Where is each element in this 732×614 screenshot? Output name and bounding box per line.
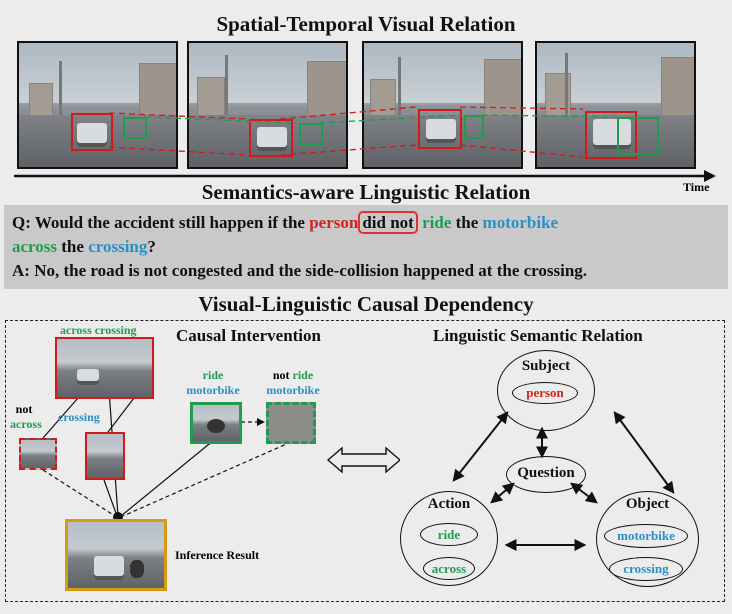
label-not-ride-motorbike: not ride motorbike (266, 368, 320, 397)
word-across: across (12, 237, 58, 256)
causal-dependency-title: Visual-Linguistic Causal Dependency (198, 292, 534, 316)
relation-graph-arrows (452, 411, 675, 551)
bbox-car (249, 119, 293, 157)
thumb-crossing (85, 432, 125, 480)
answer-line: A: No, the road is not congested and the… (12, 261, 588, 280)
label-across-crossing: across crossing (60, 323, 137, 337)
word-pill-ride (420, 523, 478, 546)
thumb-not-across (19, 438, 57, 470)
time-label: Time (683, 180, 710, 194)
causal-panel (5, 320, 725, 602)
word-pill-across (423, 557, 475, 580)
thumb-inference-result (65, 519, 167, 591)
word-pill-motorbike (604, 524, 688, 548)
qa-panel: Q: Would the accident still happen if th… (4, 205, 728, 289)
label-crossing: crossing (58, 410, 100, 424)
node-action-title: Action (427, 496, 471, 512)
bbox-car (418, 109, 462, 149)
thumb-across-crossing (55, 337, 154, 399)
word-did-not: did not (358, 211, 418, 234)
bbox-motorbike (464, 115, 484, 139)
linguistic-semantic-title: Linguistic Semantic Relation (433, 326, 643, 345)
word-crossing: crossing (623, 561, 669, 576)
bbox-motorbike (299, 123, 323, 145)
word-ride: ride (422, 213, 452, 232)
video-frame-1 (17, 41, 178, 169)
bbox-car (585, 111, 637, 159)
semantic-linguistic-title: Semantics-aware Linguistic Relation (201, 180, 531, 204)
intervention-lines (42, 347, 400, 522)
word-person: person (309, 213, 359, 232)
tracking-lines (14, 106, 716, 182)
word-pill-crossing (609, 557, 683, 581)
word-across: across (431, 561, 467, 576)
word-person: person (526, 385, 564, 400)
video-frame-4 (535, 41, 696, 169)
node-question-title: Question (517, 465, 575, 481)
word-motorbike: motorbike (482, 213, 559, 232)
word-pill-person (512, 382, 578, 404)
node-subject-title: Subject (521, 358, 571, 374)
video-frame-3 (362, 41, 523, 169)
word-motorbike: motorbike (617, 528, 675, 543)
label-not-across: not across (10, 402, 42, 431)
thumb-ride-motorbike (190, 402, 242, 444)
causal-intervention-title: Causal Intervention (176, 326, 321, 345)
spatial-temporal-title: Spatial-Temporal Visual Relation (216, 12, 516, 36)
thumb-not-ride-motorbike (266, 402, 316, 444)
node-question (506, 456, 586, 493)
question-line: Q: Would the accident still happen if th… (12, 211, 559, 234)
bbox-motorbike (123, 117, 147, 139)
node-object (596, 491, 699, 587)
question-line-2: across the crossing? (12, 237, 156, 256)
bbox-car (71, 113, 113, 151)
node-object-title: Object (625, 496, 670, 512)
bbox-motorbike (617, 117, 659, 155)
inference-result-label: Inference Result (175, 548, 260, 562)
word-ride: ride (437, 527, 461, 542)
word-crossing: crossing (88, 237, 148, 256)
label-ride-motorbike: ride motorbike (186, 368, 240, 397)
node-action (400, 491, 498, 586)
node-subject (497, 350, 595, 431)
